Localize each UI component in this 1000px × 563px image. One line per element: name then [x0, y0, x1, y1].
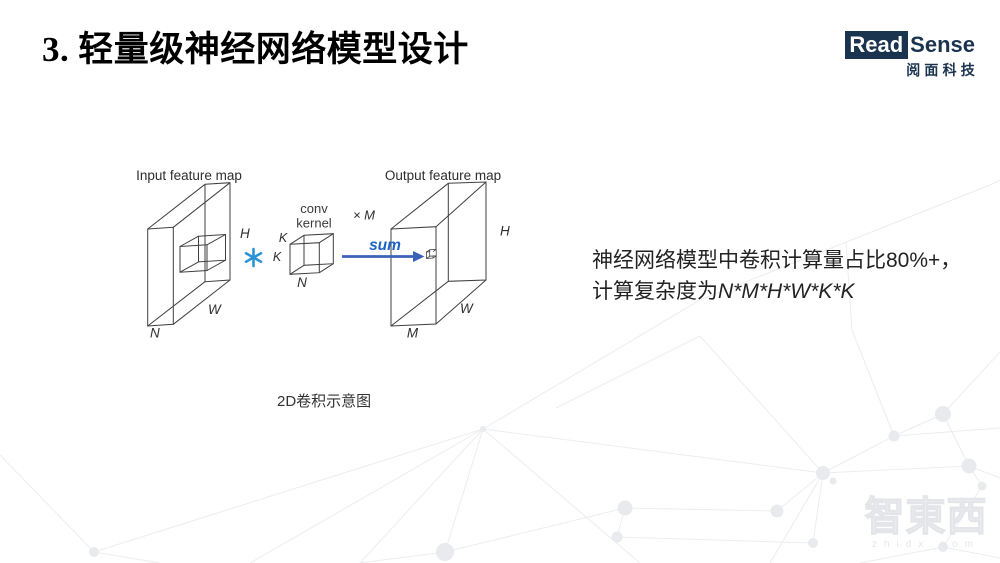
complexity-formula: N*M*H*W*K*K: [718, 280, 855, 303]
logo-sense-text: Sense: [910, 32, 975, 57]
conv-kernel-cube: [289, 233, 334, 275]
output-m-label: M: [407, 326, 419, 341]
description-line1: 神经网络模型中卷积计算量占比80%+，: [592, 249, 962, 272]
readsense-logo-row: Read Sense: [845, 31, 975, 59]
kernel-k-top-label: K: [279, 231, 288, 245]
title-text: 轻量级神经网络模型设计: [78, 30, 469, 69]
readsense-logo: Read Sense 阅面科技: [845, 31, 975, 80]
description-line2-prefix: 计算复杂度为: [592, 280, 718, 303]
description-line2: 计算复杂度为N*M*H*W*K*K: [592, 276, 961, 307]
title-number: 3.: [42, 30, 70, 69]
input-w-label: W: [208, 302, 222, 317]
input-h-label: H: [240, 226, 250, 241]
pattern-nodes: [89, 406, 987, 561]
sum-arrow-icon: [342, 251, 425, 262]
zhidx-watermark: 智東西 zhidx.com: [858, 495, 994, 550]
kernel-k-left-label: K: [273, 250, 282, 264]
logo-read-badge: Read: [845, 31, 909, 59]
sum-label: sum: [369, 237, 401, 254]
input-feature-map-box: [147, 182, 231, 327]
diagram-caption: 2D卷积示意图: [277, 393, 372, 410]
output-h-label: H: [500, 224, 510, 239]
convolution-diagram: Input feature map Output feature map con…: [136, 168, 510, 341]
kernel-n-label: N: [297, 275, 307, 290]
output-element-cube: [426, 248, 437, 259]
output-feature-map-box: [390, 181, 487, 327]
times-m-label: × M: [353, 208, 375, 223]
conv-kernel-label-line1: conv: [300, 201, 328, 216]
description-text: 神经网络模型中卷积计算量占比80%+， 计算复杂度为N*M*H*W*K*K: [592, 245, 961, 307]
input-n-label: N: [150, 326, 160, 341]
input-patch-cube: [179, 233, 226, 273]
zhidx-logo-text: 智東西: [864, 495, 988, 539]
asterisk-operator-icon: [244, 247, 263, 268]
zhidx-domain-text: zhidx.com: [871, 539, 980, 550]
slide-title: 3.轻量级神经网络模型设计: [42, 30, 469, 70]
input-feature-map-label: Input feature map: [136, 168, 242, 183]
output-feature-map-label: Output feature map: [385, 168, 501, 183]
logo-subtitle: 阅面科技: [906, 62, 979, 78]
conv-kernel-label-line2: kernel: [296, 216, 332, 231]
output-w-label: W: [460, 301, 474, 316]
